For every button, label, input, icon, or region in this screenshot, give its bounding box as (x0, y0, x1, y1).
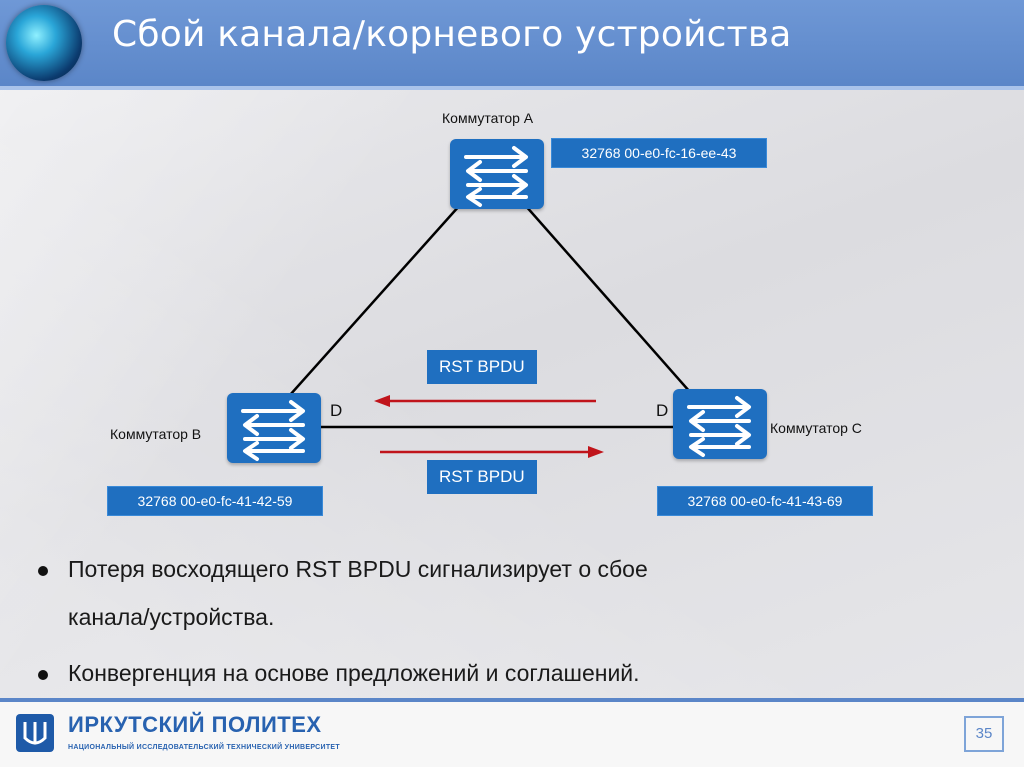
bullet-dot-icon (38, 566, 48, 576)
header-stripe (0, 86, 1024, 90)
bullet-text-line2: канала/устройства. (68, 604, 275, 630)
switch-a-bridge-id: 32768 00-e0-fc-16-ee-43 (551, 138, 767, 168)
switch-b[interactable] (227, 393, 321, 463)
switch-a[interactable] (450, 139, 544, 209)
page-number: 35 (964, 716, 1004, 752)
switch-arrows-icon (687, 396, 751, 457)
footer-divider (0, 698, 1024, 702)
footer (0, 702, 1024, 767)
port-role-c: D (656, 401, 669, 420)
page-title: Сбой канала/корневого устройства (112, 14, 792, 55)
globe-logo-icon (6, 5, 82, 81)
switch-c-bridge-id: 32768 00-e0-fc-41-43-69 (657, 486, 873, 516)
header-bar: Сбой канала/корневого устройства (0, 0, 1024, 86)
university-name: ИРКУТСКИЙ ПОЛИТЕХ (68, 712, 322, 737)
bullet-dot-icon (38, 670, 48, 680)
bpdu-label-top: RST BPDU (427, 350, 537, 384)
port-role-b: D (330, 401, 343, 420)
switch-c[interactable] (673, 389, 767, 459)
switch-c-label: Коммутатор C (770, 420, 862, 436)
switch-b-bridge-id: 32768 00-e0-fc-41-42-59 (107, 486, 323, 516)
bullet-text-line1: Конвергенция на основе предложений и сог… (68, 660, 640, 686)
university-subtitle: НАЦИОНАЛЬНЫЙ ИССЛЕДОВАТЕЛЬСКИЙ ТЕХНИЧЕСК… (68, 744, 340, 751)
bpdu-label-bottom: RST BPDU (427, 460, 537, 494)
switch-arrows-icon (464, 146, 528, 207)
switch-b-label: Коммутатор B (110, 426, 202, 442)
university-emblem-icon (16, 714, 54, 752)
switch-arrows-icon (241, 400, 305, 461)
bullet-text-line1: Потеря восходящего RST BPDU сигнализируе… (68, 556, 648, 582)
switch-a-label: Коммутатор A (442, 110, 534, 126)
